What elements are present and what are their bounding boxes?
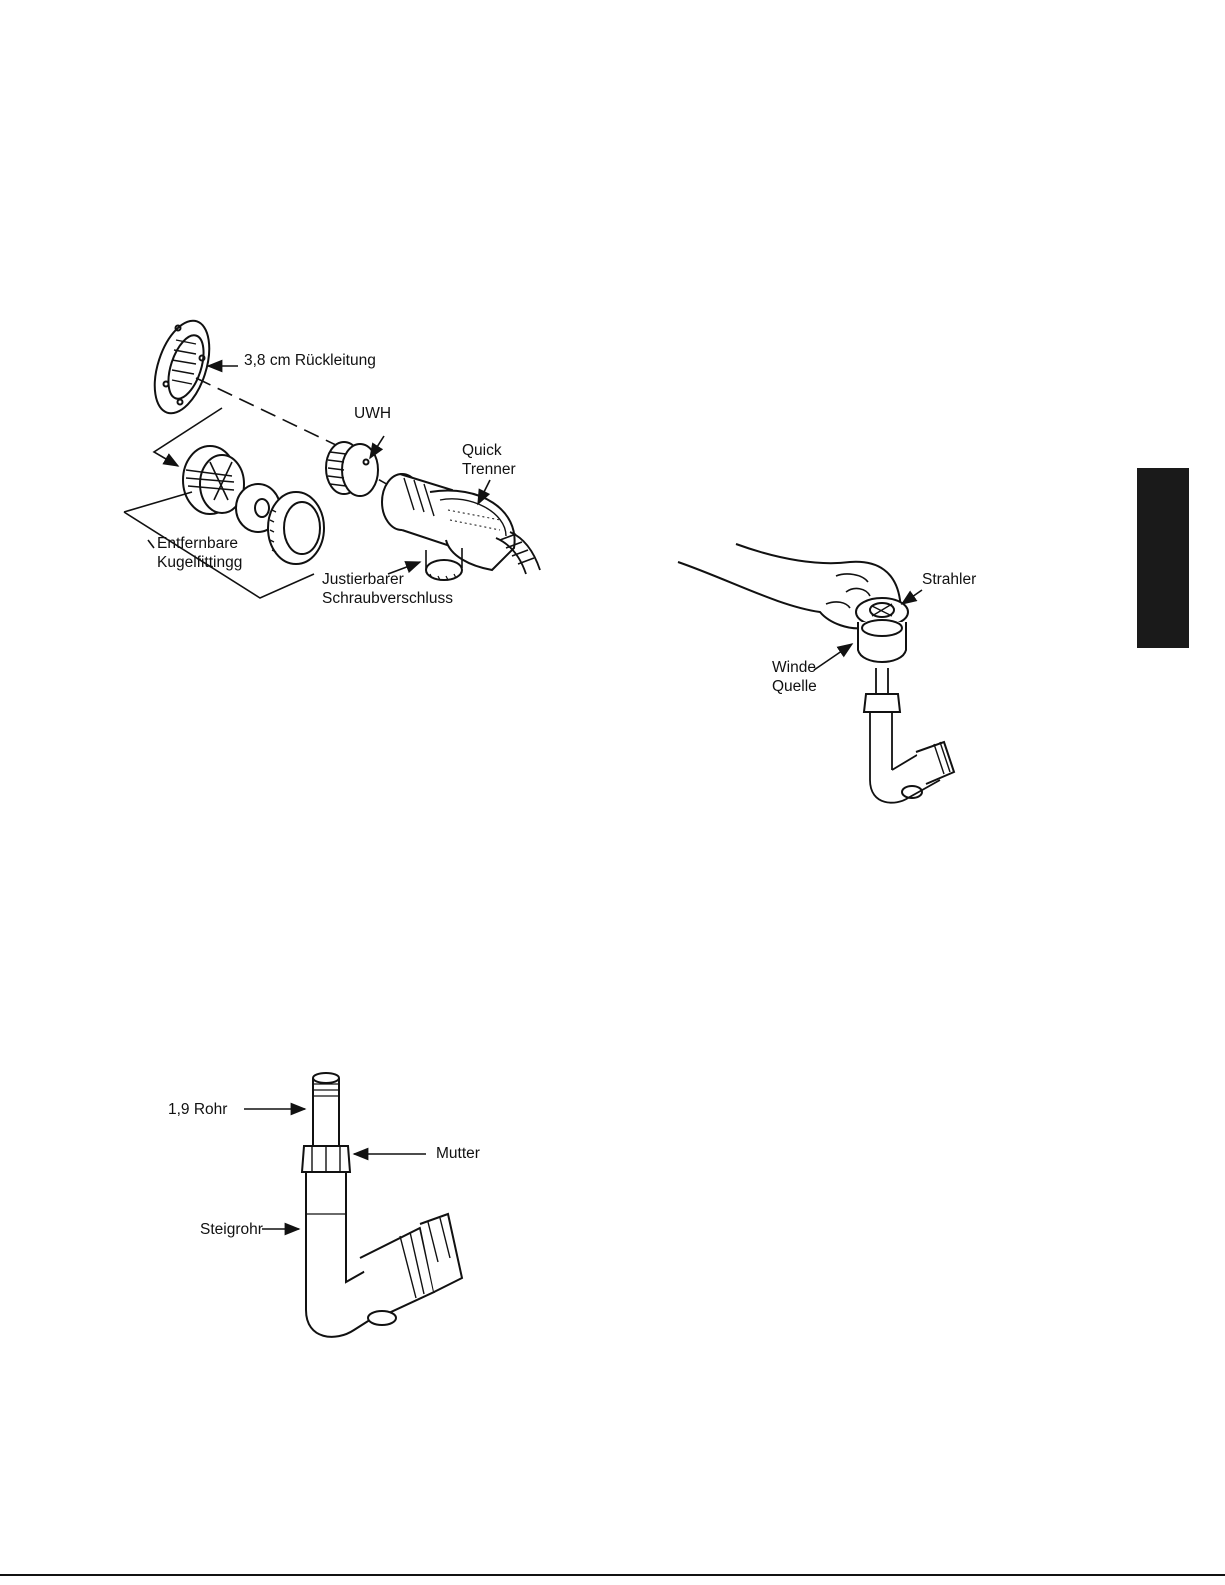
assembly-axis [196,378,338,446]
quick-disconnect [382,474,540,580]
label-riser: Steigrohr [200,1220,263,1239]
label-jet: Strahler [922,570,976,589]
eyeball-fitting-body [183,446,244,514]
nut [302,1146,350,1172]
section-tab [1137,468,1189,648]
label-pipe: 1,9 Rohr [168,1100,227,1119]
label-winde-source: Winde Quelle [772,658,817,696]
label-removable-fitting: Entfernbare Kugelfittingg [157,534,242,572]
label-uwh: UWH [354,404,391,423]
return-flange [144,314,219,420]
uwh-insert [326,442,378,496]
jet-riser [864,668,954,803]
figure-riser [244,1073,462,1337]
jet-head [856,598,908,662]
riser-fitting [360,1214,462,1325]
label-return-line: 3,8 cm Rückleitung [244,351,376,370]
fitting-nut [268,492,324,564]
pipe-19 [313,1073,339,1148]
label-nut: Mutter [436,1144,480,1163]
label-quick-disconnect: Quick Trenner [462,441,516,479]
bottom-rule [0,1574,1225,1576]
label-adjustable-cap: Justierbarer Schraubverschluss [322,570,453,608]
